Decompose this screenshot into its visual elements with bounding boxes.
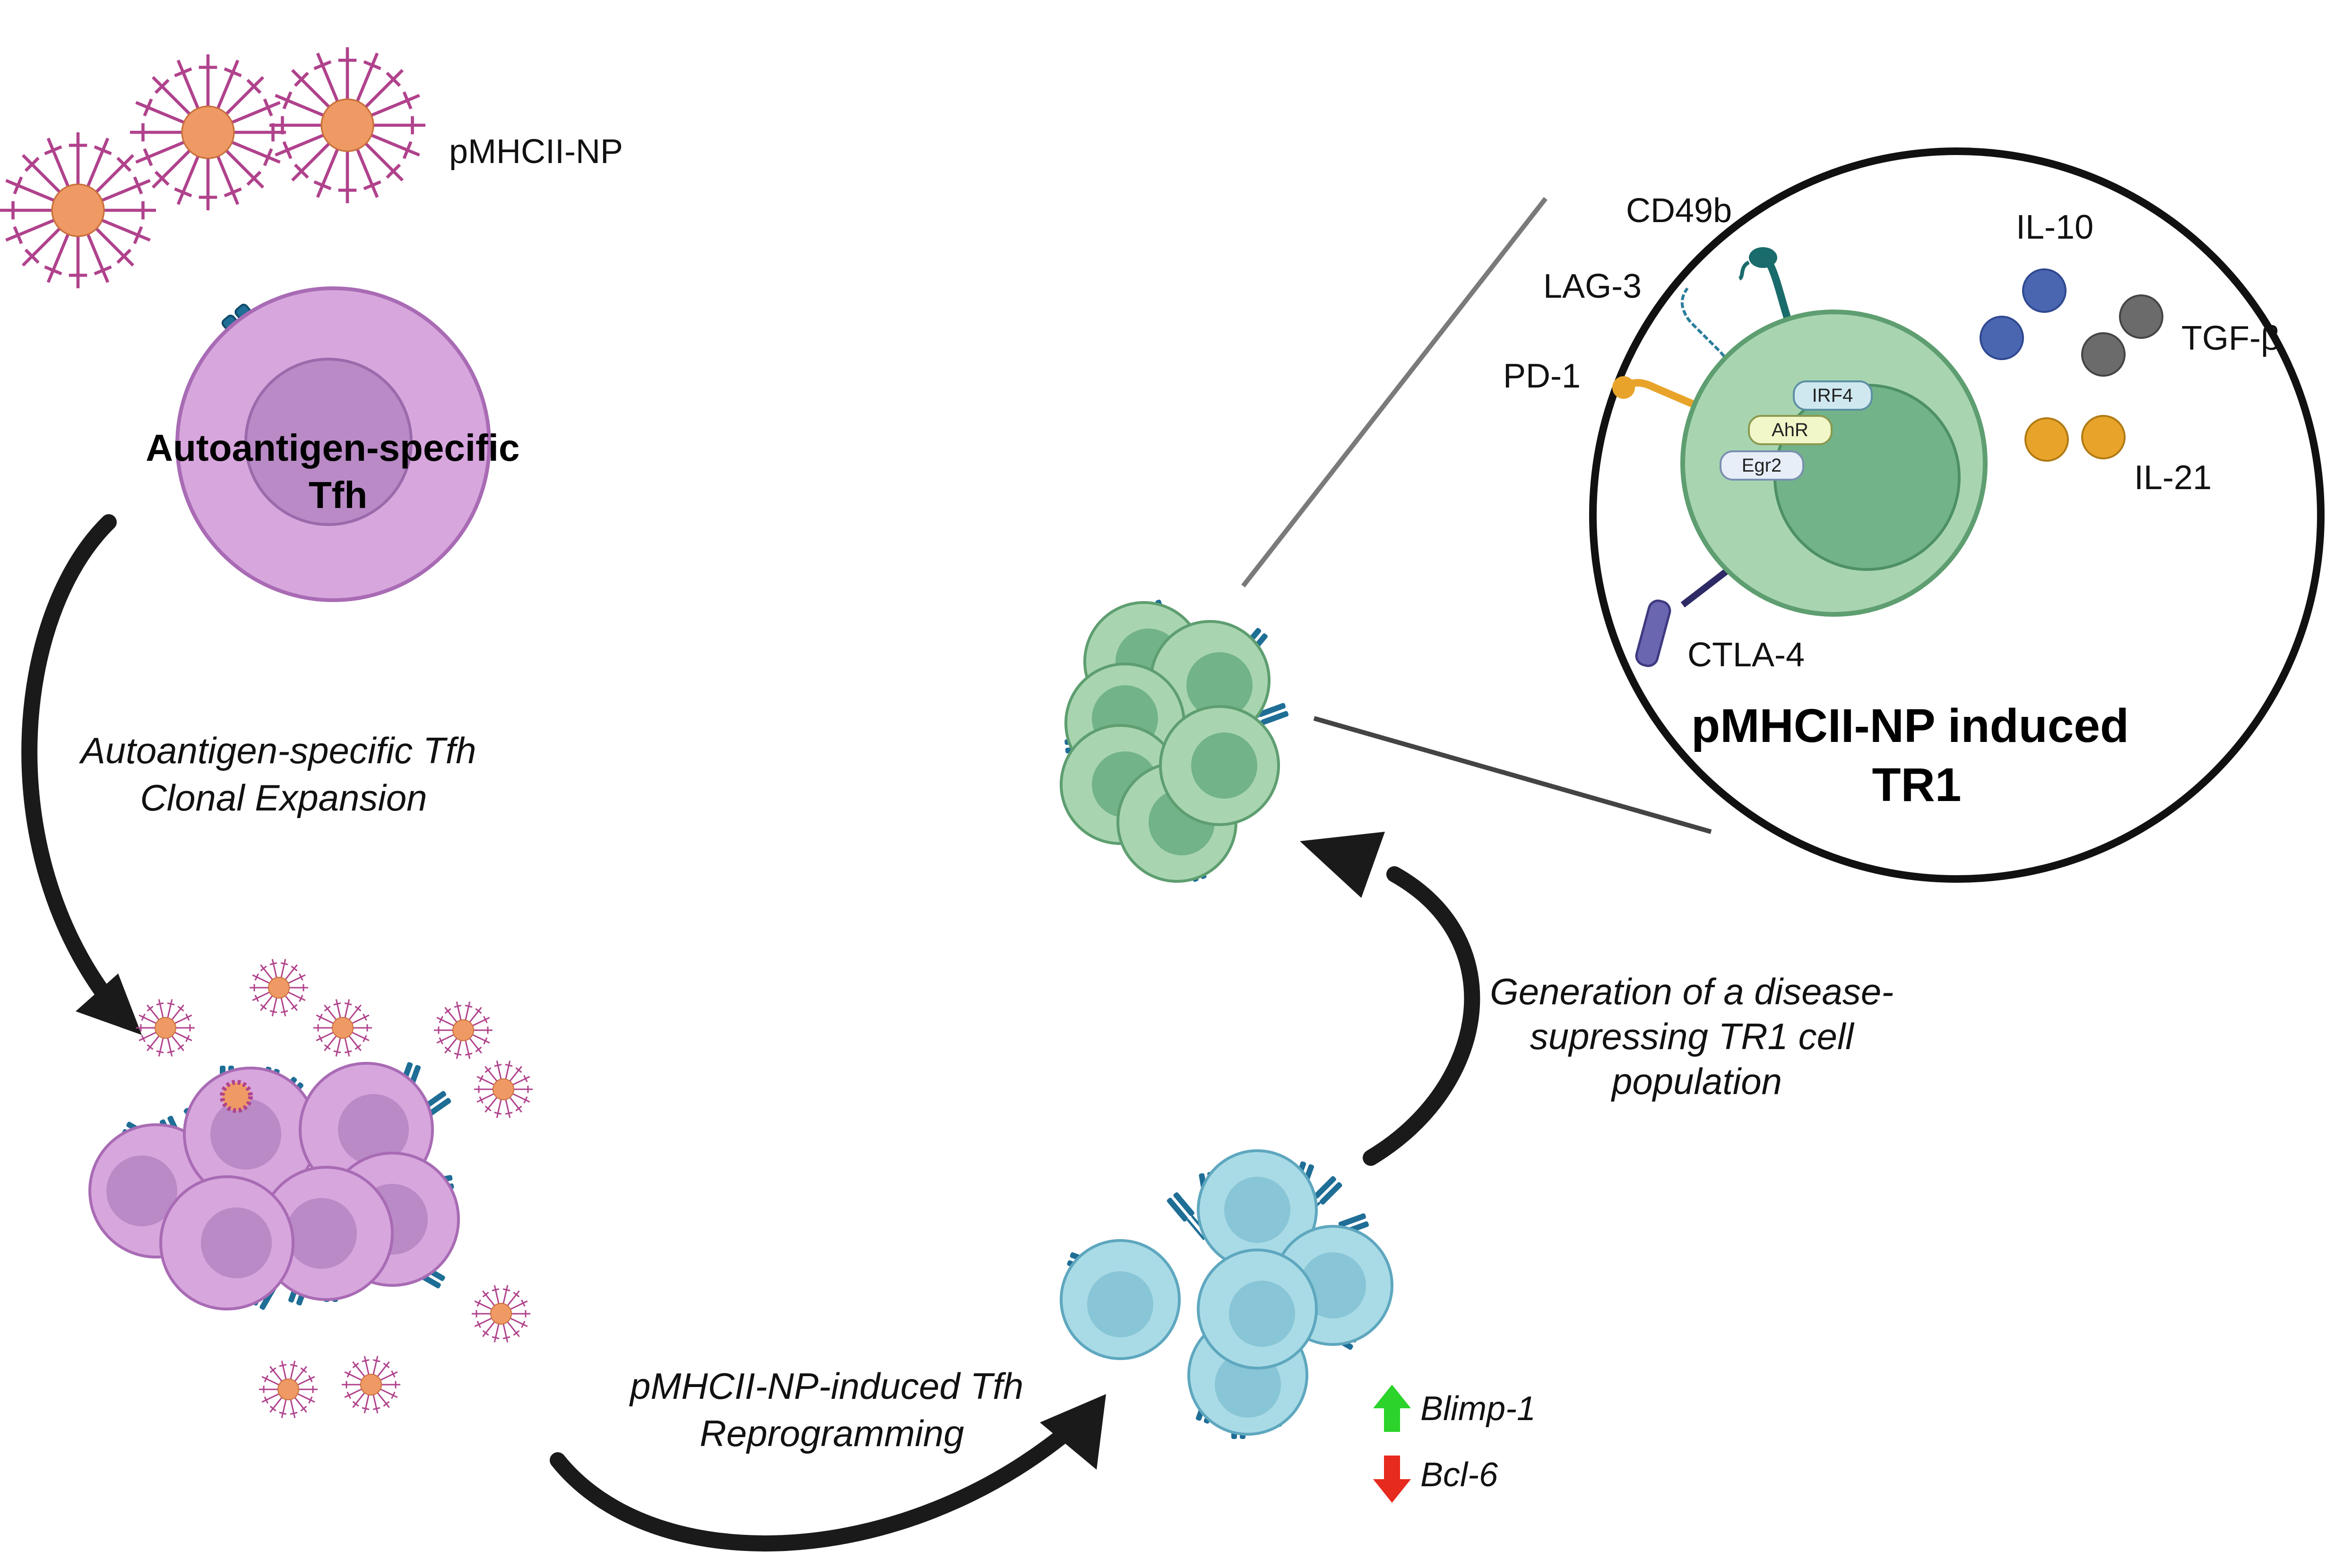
nanoparticle-group [0,47,425,288]
nanoparticle-icon [130,54,286,210]
il10-molecule [2022,268,2067,313]
generation-step-label: Generation of a disease- supressing TR1 … [1490,971,1904,1102]
nanoparticle-icon [136,999,195,1057]
generation-arrow [1363,866,1480,1166]
nanoparticle-icon [259,1361,318,1418]
nanoparticle-icon [342,1356,400,1413]
zoom-lines [1241,197,1712,834]
transcription-factors: IRF4 AhR Egr2 [1720,380,1873,481]
il21-molecule [2024,417,2069,462]
cd49b-label: CD49b [1626,192,1732,230]
tr1-cluster [1060,599,1289,883]
lag3-label: LAG-3 [1543,267,1642,305]
nanoparticle-icon [474,1060,533,1118]
expansion-arrow [21,514,121,1015]
pd1-label: PD-1 [1503,357,1581,395]
downregulated-gene: Bcl-6 [1420,1456,1498,1494]
gene-regulation: Blimp-1 Bcl-6 [1373,1385,1536,1503]
nanoparticle-label: pMHCII-NP [449,133,623,171]
tfh-nucleus [244,358,413,526]
tgfb-molecule [2119,294,2163,339]
nanoparticle-icon [250,959,308,1017]
up-arrow-icon [1373,1385,1411,1432]
ahr-label: AhR [1772,420,1808,440]
il21-molecule [2081,415,2126,459]
curved-arrows [21,514,1480,1552]
nanoparticle-icon [472,1285,530,1343]
irf4-label: IRF4 [1812,385,1853,406]
nanoparticle-icon [434,1001,493,1059]
tr1-title: pMHCII-NP induced TR1 [1691,699,2142,811]
reprogramming-step-label: pMHCII-NP-induced Tfh Reprogramming [629,1365,1034,1454]
reprogramming-arrow [550,1419,1081,1552]
il21-label: IL-21 [2134,459,2212,497]
lag3-receptor [1680,287,1736,370]
tfh-cell-group: Autoantigen-specific Tfh pMHCII-NP [0,47,623,602]
tgfb-label: TGF-β [2181,319,2280,357]
nanoparticle-icon [0,132,156,288]
reprogrammed-cluster [1060,1149,1393,1439]
nanoparticle-icon [269,47,425,203]
expanded-tfh-cluster [88,959,533,1418]
cytokines [1980,268,2163,462]
tr1-nucleus [1773,384,1961,571]
tgfb-molecule [2081,332,2126,377]
egr2-label: Egr2 [1742,455,1782,476]
tr1-zoom-panel: IRF4 AhR Egr2 CD49b LAG-3 PD-1 CTLA-4 IL… [1503,147,2325,883]
il10-molecule [1980,316,2024,360]
il10-label: IL-10 [2016,208,2093,246]
tfh-title: Autoantigen-specific Tfh [146,427,530,516]
expansion-step-label: Autoantigen-specific Tfh Clonal Expansio… [79,730,486,818]
ctla4-label: CTLA-4 [1687,636,1805,674]
down-arrow-icon [1373,1456,1411,1503]
upregulated-gene: Blimp-1 [1420,1390,1536,1428]
nanoparticle-icon [313,999,372,1057]
